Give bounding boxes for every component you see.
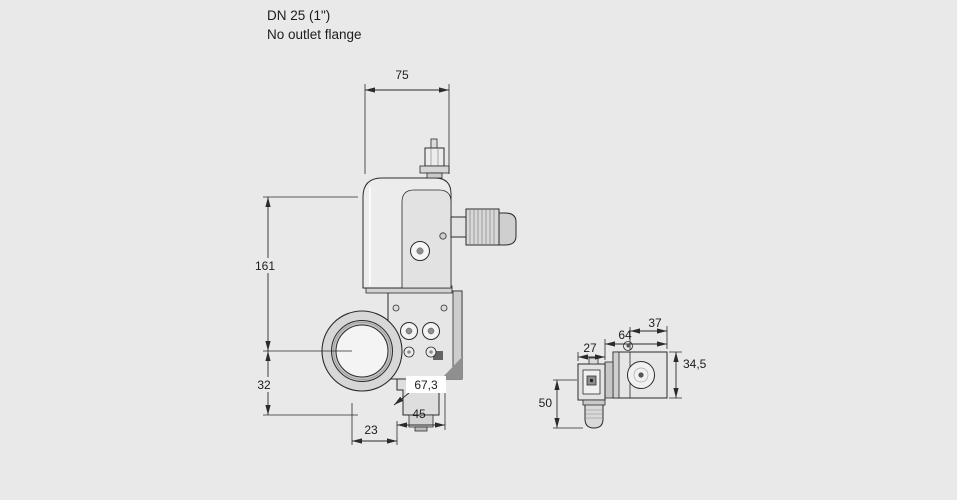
dim-45-label: 45 — [412, 407, 426, 421]
drawing-title-line1: DN 25 (1") — [267, 8, 330, 23]
side-gland-ribs — [586, 409, 602, 419]
dim-27-label: 27 — [583, 341, 597, 355]
body-bolts — [392, 304, 448, 358]
side-gland-collar — [582, 399, 606, 406]
side-connector-pin — [589, 378, 594, 383]
dimensions-front: 75 161 32 23 45 67,3 — [249, 68, 450, 445]
adjustment-nut — [419, 138, 450, 179]
drawing-title-line2: No outlet flange — [267, 27, 362, 42]
side-spacer — [604, 361, 614, 399]
dim-161-label: 161 — [255, 259, 275, 273]
side-tap-dot — [626, 344, 630, 348]
side-shaft-dot — [638, 372, 644, 378]
gland-ribs — [469, 210, 495, 244]
cable-gland — [450, 208, 517, 246]
bottom-plug-tip — [414, 426, 428, 432]
dim-50-label: 50 — [539, 396, 553, 410]
dim-32-label: 32 — [257, 378, 271, 392]
dim-32-bg — [252, 377, 276, 392]
valve-front-view — [321, 138, 517, 432]
dim-64-label: 64 — [618, 328, 632, 342]
dim-67-bg — [406, 376, 446, 393]
dim-23-label: 23 — [364, 423, 378, 437]
body-dark-detail — [433, 351, 443, 360]
actuator-housing-panel — [401, 189, 452, 289]
dim-67-label: 67,3 — [414, 378, 438, 392]
indicator-dot — [416, 247, 424, 255]
side-connector-notch — [588, 357, 599, 365]
side-shaft-ring — [633, 367, 649, 383]
side-body — [612, 351, 668, 399]
dim-75-label: 75 — [395, 68, 409, 82]
dimensions-side: 27 64 37 34,5 50 — [539, 316, 707, 429]
dim-37-label: 37 — [648, 316, 662, 330]
body-shadow-wedge — [441, 357, 462, 379]
housing-screw — [439, 232, 447, 240]
side-body-face — [612, 351, 620, 399]
gland-cap — [498, 212, 517, 246]
dim-161-bg — [249, 258, 279, 273]
dim-345-label: 34,5 — [683, 357, 707, 371]
